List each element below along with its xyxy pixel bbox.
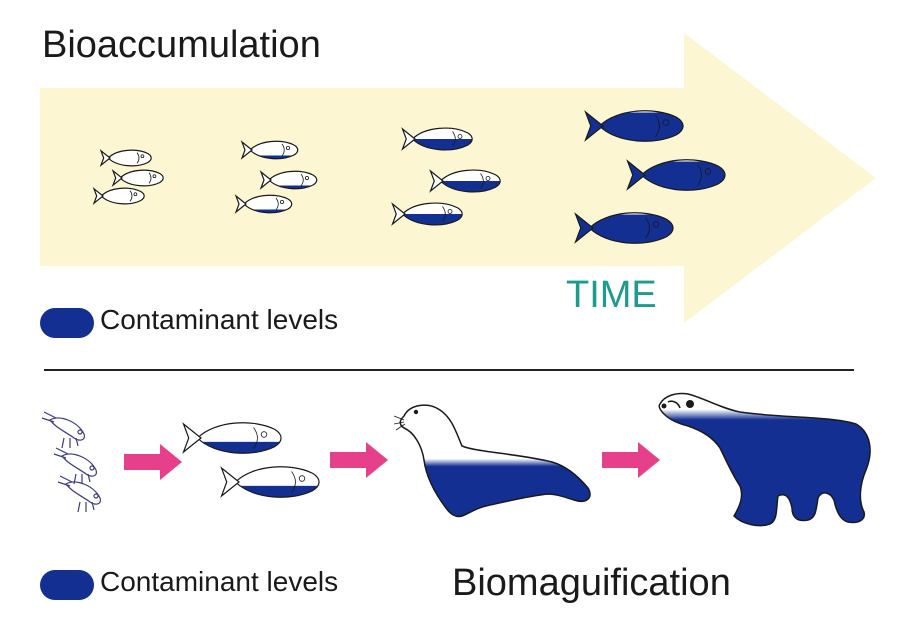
lower-fish-group <box>182 422 320 498</box>
fish-icon <box>429 169 501 193</box>
section-divider <box>44 369 854 371</box>
fish-groups <box>92 110 726 244</box>
fish-icon <box>99 148 152 168</box>
contaminant-swatch <box>40 308 94 338</box>
fish-icon <box>574 212 674 244</box>
legend-label: Contaminant levels <box>100 566 339 597</box>
biomagnification-title: Biomaguification <box>452 562 731 604</box>
transfer-arrow-icon <box>330 442 388 478</box>
fish-icon <box>259 170 318 190</box>
fish-icon <box>234 194 293 214</box>
time-label: TIME <box>566 274 657 316</box>
fish-icon <box>401 127 473 151</box>
fish-icon <box>92 186 145 206</box>
krill-icon <box>53 447 97 485</box>
fish-icon <box>182 422 282 454</box>
transfer-arrow-icon <box>602 442 660 478</box>
contaminant-swatch <box>40 570 94 600</box>
fish-icon <box>240 140 299 160</box>
bioaccumulation-title: Bioaccumulation <box>42 24 321 66</box>
transfer-arrow-icon <box>124 444 182 480</box>
krill-group <box>41 411 101 513</box>
seal-icon <box>393 404 591 518</box>
polar-bear-icon <box>658 392 871 527</box>
krill-icon <box>41 411 85 449</box>
fish-icon <box>391 202 463 226</box>
fish-icon <box>111 168 164 188</box>
krill-icon <box>57 475 101 513</box>
legend-label: Contaminant levels <box>100 304 339 335</box>
fish-icon <box>220 466 320 498</box>
